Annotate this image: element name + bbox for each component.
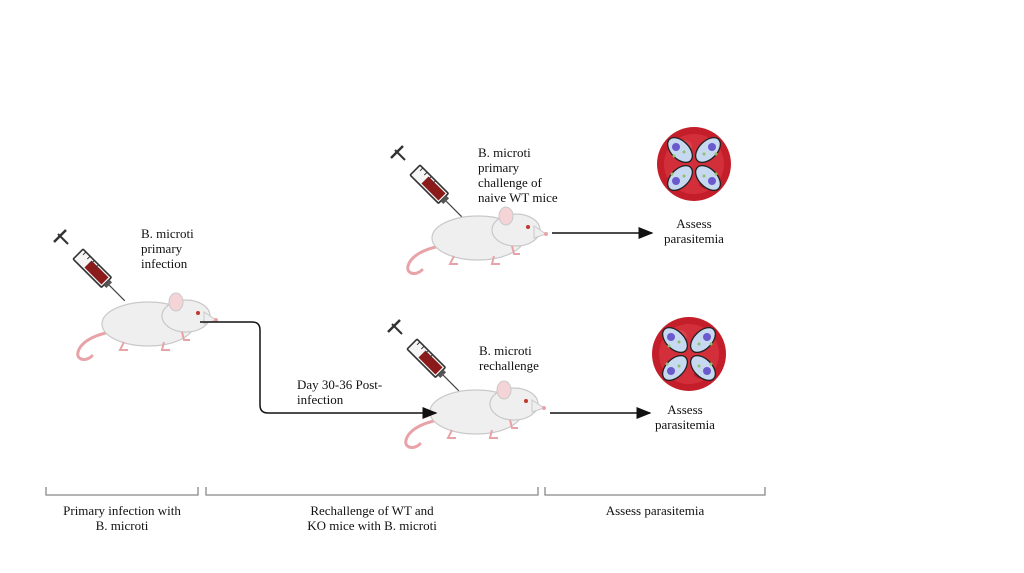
stage-bracket-rechallenge: [205, 487, 539, 496]
label-assess-bottom: Assess parasitemia: [655, 402, 715, 432]
mouse-icon-naive: [406, 205, 550, 275]
stage-label-rechallenge: Rechallenge of WT and KO mice with B. mi…: [307, 503, 437, 533]
syringe-icon-naive: [389, 144, 468, 223]
mouse-icon-rechallenge: [404, 379, 548, 449]
arrow-primary-to-rechallenge: [200, 321, 438, 419]
label-day-post-infection: Day 30-36 Post- infection: [297, 377, 383, 407]
infected-rbc-icon-top: [656, 126, 732, 202]
stage-label-primary: Primary infection with B. microti: [63, 503, 181, 533]
stage-bracket-assess: [544, 487, 766, 496]
label-naive-challenge: B. microti primary challenge of naive WT…: [478, 145, 558, 205]
syringe-icon-primary: [52, 228, 131, 307]
syringe-icon-rechallenge: [386, 318, 465, 397]
stage-bracket-primary: [45, 487, 199, 496]
label-rechallenge: B. microti rechallenge: [479, 343, 539, 373]
label-assess-top: Assess parasitemia: [664, 216, 724, 246]
infected-rbc-icon-bottom: [651, 316, 727, 392]
stage-label-assess: Assess parasitemia: [605, 503, 705, 518]
label-primary-infection: B. microti primary infection: [141, 226, 194, 271]
mouse-icon-primary: [76, 291, 220, 361]
